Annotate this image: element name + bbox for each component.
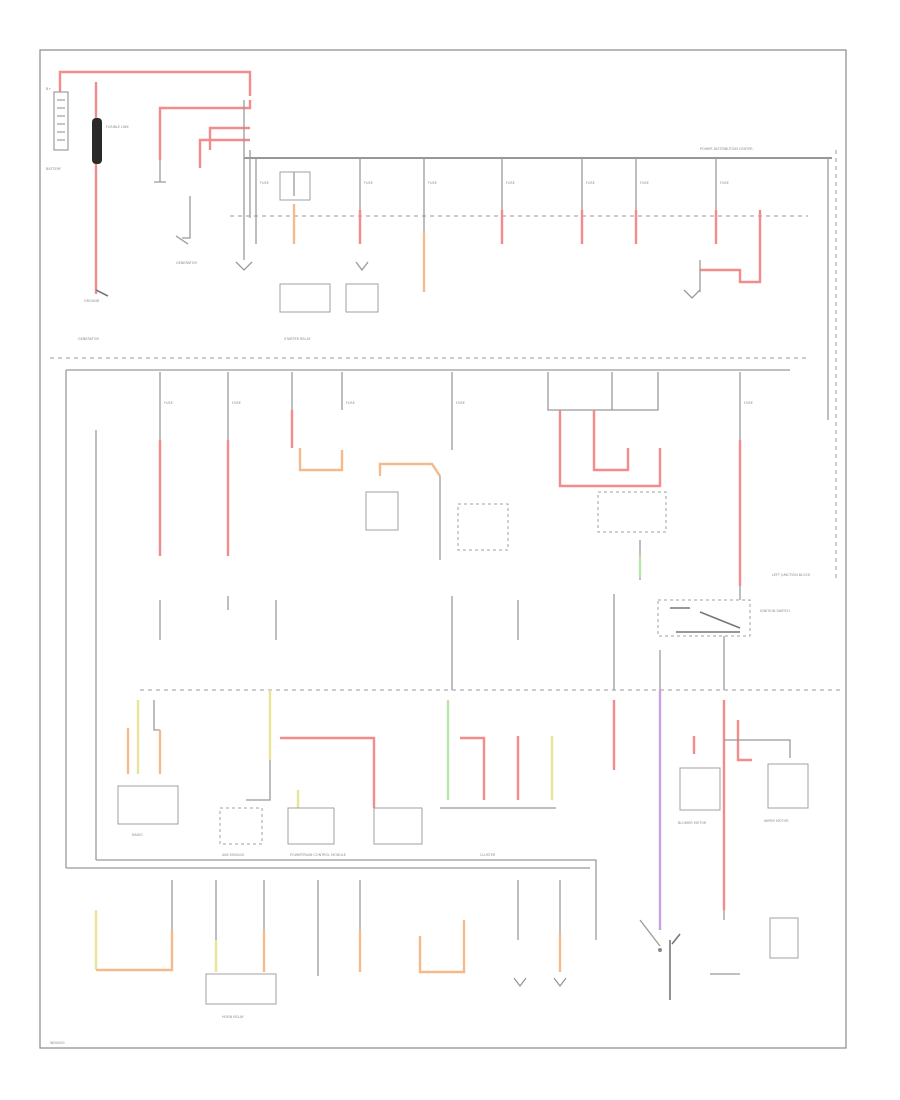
fuse-label-3: FUSE [428,181,437,185]
ground-relay-box [769,917,799,959]
abs-module-label: ABS MODULE [222,853,245,857]
fuse-label-4: FUSE [506,181,515,185]
component-box-b [457,503,509,551]
fuse-label-9: FUSE [232,401,241,405]
diagram-frame [39,49,847,1049]
relay-box-3 [597,491,667,533]
ignition-relay-box [657,599,751,637]
abs-module-box [219,807,263,845]
left-junction-label: LEFT JUNCTION BLOCK [772,573,811,577]
wiper-motor-label: WIPER MOTOR [764,819,789,823]
blower-motor-box [679,767,721,811]
fuse-label-2: FUSE [364,181,373,185]
component-box-a [365,491,399,531]
fuse-row-2: LEFT JUNCTION BLOCK FUSE FUSE FUSE FUSE … [65,369,811,868]
generator-label: GENERATOR [176,261,197,265]
cluster-box [373,807,423,845]
horn-relay-box [205,973,277,1005]
battery-symbol [53,91,69,151]
generator-title: GENERATOR [78,337,99,341]
radio-label: RADIO [132,833,143,837]
fusible-link-symbol [92,118,102,164]
battery-feed-wire [58,70,252,96]
pdc-label: POWER DISTRIBUTION CENTER [700,147,753,151]
ground-label: GROUND [84,299,100,303]
relay-box-1 [279,283,331,313]
fuse-label-10: FUSE [346,401,355,405]
fuse-row-1: POWER DISTRIBUTION CENTER FUSE FUSE FUSE… [230,100,837,580]
ignition-switch-label: IGNITION SWITCH [760,609,790,613]
fuse-label-8: FUSE [164,401,173,405]
fusible-link-label: FUSIBLE LINK [106,125,129,129]
radio-box [117,785,179,825]
fuse-label-1: FUSE [260,181,269,185]
battery-pos-label: B+ [46,87,51,91]
starter-relay-label: STARTER RELAY [284,337,312,341]
fuse-label-7: FUSE [720,181,729,185]
fuse-label-6: FUSE [640,181,649,185]
fuse-label-5: FUSE [586,181,595,185]
horn-relay-label: HORN RELAY [222,1015,245,1019]
blower-motor-label: BLOWER MOTOR [678,821,707,825]
pcm-box [287,807,335,845]
battery-section: B+ BATTERY FUSIBLE LINK GROUND GENERATOR… [46,70,252,341]
fuse-label-12: FUSE [744,401,753,405]
battery-label: BATTERY [46,167,62,171]
fuse-row-4: HORN RELAY [94,880,799,1019]
pcm-label: POWERTRAIN CONTROL MODULE [290,853,346,857]
footer-code: WD0000 [50,1041,65,1045]
cluster-label: CLUSTER [480,853,496,857]
fuse-label-11: FUSE [456,401,465,405]
fuse-row-3: RADIO ABS MODULE POWERTRAIN CONTROL MODU… [117,690,809,930]
relay-box-2 [345,283,379,313]
wiper-motor-box [767,763,809,809]
